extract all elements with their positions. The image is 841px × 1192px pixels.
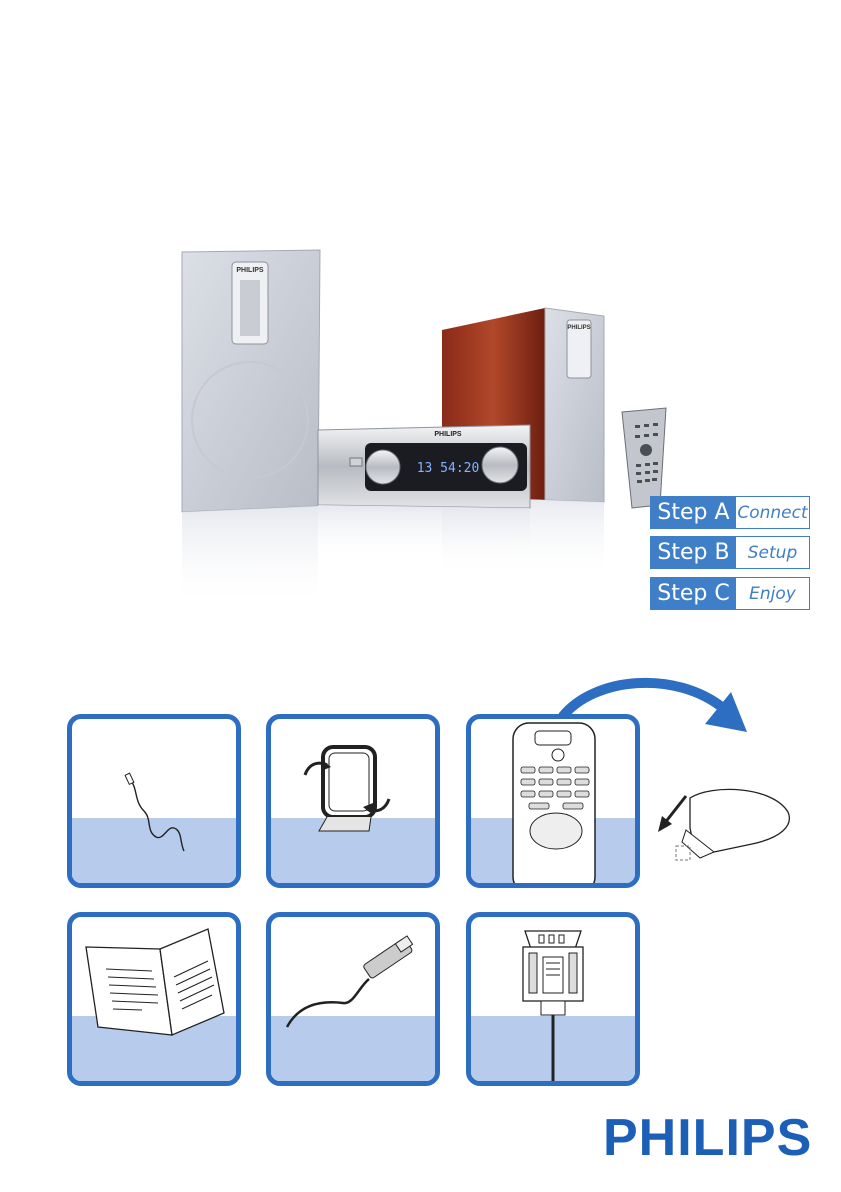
left-speaker: PHILIPS xyxy=(182,250,320,610)
right-speaker-logo: PHILIPS xyxy=(567,325,590,331)
am-loop-antenna-icon xyxy=(271,719,435,883)
accessory-panel-fm-antenna xyxy=(67,714,241,888)
accessory-panel-usb xyxy=(266,912,440,1086)
unit-logo: PHILIPS xyxy=(434,431,462,438)
accessory-panel-manual xyxy=(67,912,241,1086)
step-c-badge: Step C Enjoy xyxy=(650,577,810,610)
philips-logo: PHILIPS xyxy=(603,1112,812,1164)
step-b-badge: Step B Setup xyxy=(650,536,810,569)
step-a-label: Step A xyxy=(651,497,736,528)
step-b-label: Step B xyxy=(651,537,736,568)
hero-remote xyxy=(622,408,666,508)
step-b-word: Setup xyxy=(736,537,809,568)
fm-wire-antenna-icon xyxy=(72,719,236,883)
accessory-panel-connector xyxy=(466,912,640,1086)
left-speaker-logo: PHILIPS xyxy=(236,267,264,274)
accessory-panel-remote xyxy=(466,714,640,888)
connector-cable-icon xyxy=(471,917,635,1081)
unit-display: 13 54:20 xyxy=(417,461,480,476)
main-unit: PHILIPS 13 54:20 xyxy=(318,425,530,560)
step-c-label: Step C xyxy=(651,578,736,609)
usb-cable-icon xyxy=(271,917,435,1081)
step-a-badge: Step A Connect xyxy=(650,496,810,529)
accessory-panel-am-antenna xyxy=(266,714,440,888)
remote-battery-icon xyxy=(652,778,802,878)
step-c-word: Enjoy xyxy=(736,578,809,609)
user-manual-icon xyxy=(72,917,236,1081)
step-a-word: Connect xyxy=(736,497,809,528)
remote-control-icon xyxy=(471,719,635,883)
